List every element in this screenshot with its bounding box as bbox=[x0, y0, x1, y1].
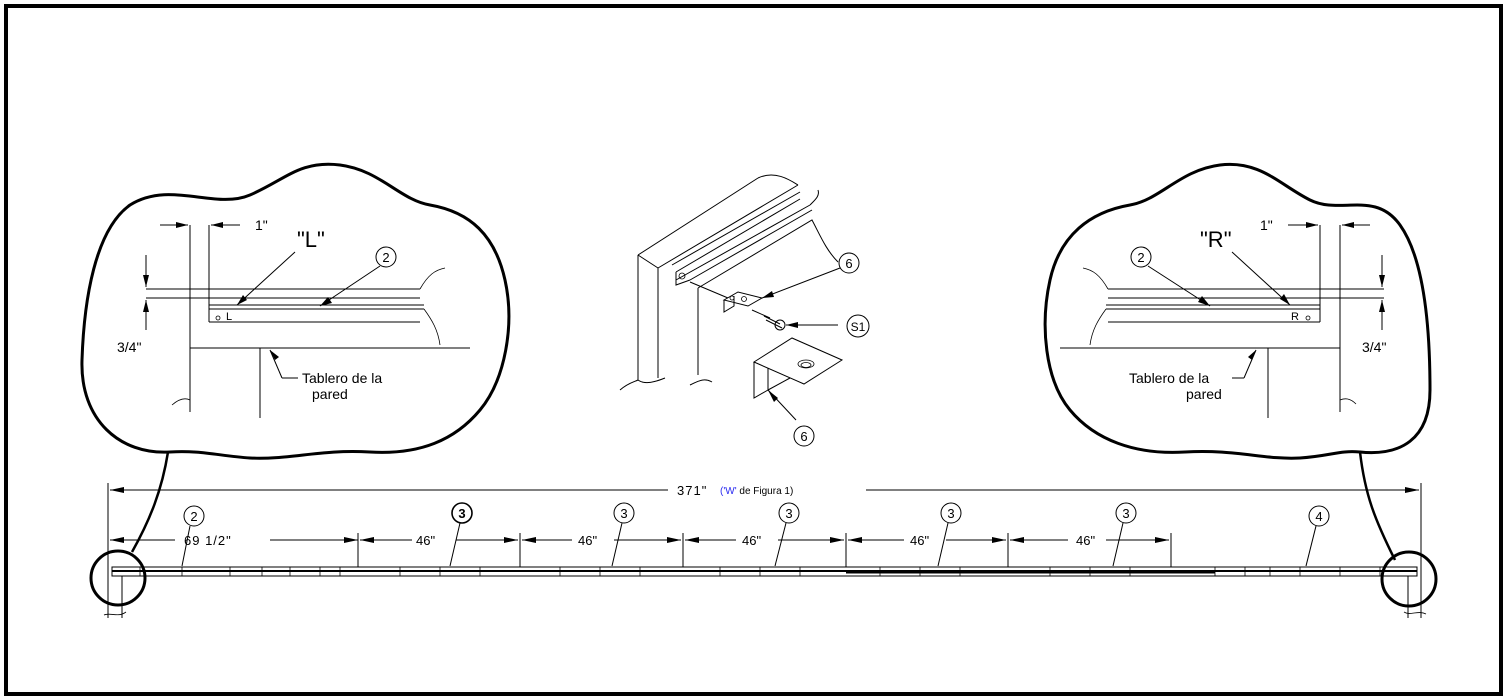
rail-callout-3c: 3 bbox=[785, 506, 792, 521]
right-detail-outline bbox=[1043, 162, 1432, 460]
overall-ref-w: 'W' bbox=[723, 486, 736, 497]
dim-section-1: 46" bbox=[416, 533, 435, 548]
left-detail: L 1" 3/4" "L" 2 Tablero de la pared bbox=[80, 162, 511, 553]
right-wall-board-line1: Tablero de la bbox=[1129, 370, 1209, 386]
rail-callout-2: 2 bbox=[190, 509, 197, 524]
right-view-label: "R" bbox=[1200, 227, 1232, 252]
rail-callout-3b: 3 bbox=[620, 506, 627, 521]
left-callout-2: 2 bbox=[382, 250, 389, 265]
right-leader bbox=[1358, 451, 1397, 561]
right-mark: R bbox=[1291, 311, 1299, 323]
right-callout-2: 2 bbox=[1137, 250, 1144, 265]
left-wall-board-line1: Tablero de la bbox=[302, 370, 382, 386]
right-wall-board-line2: pared bbox=[1186, 386, 1222, 402]
bracket-detail: S1 6 6 bbox=[619, 174, 870, 447]
callout-s1: S1 bbox=[851, 320, 866, 334]
left-detail-outline bbox=[80, 162, 511, 460]
right-dim-3-4in: 3/4" bbox=[1362, 339, 1386, 355]
dim-section-5: 46" bbox=[1076, 533, 1095, 548]
rail-callout-3a: 3 bbox=[458, 506, 465, 521]
rail-callout-3e: 3 bbox=[1122, 506, 1129, 521]
left-view-label: "L" bbox=[297, 227, 325, 252]
section-dims: 46" 46" 46" 46" bbox=[357, 533, 1172, 575]
dim-section-3: 46" bbox=[742, 533, 761, 548]
dim-first-section: 69 1/2" bbox=[184, 533, 232, 548]
left-mark: L bbox=[226, 311, 232, 323]
drawing-frame bbox=[4, 4, 1503, 696]
right-dim-1in: 1" bbox=[1260, 217, 1273, 233]
rail-ticks bbox=[139, 567, 1381, 576]
left-dim-1in: 1" bbox=[255, 217, 268, 233]
right-end-circle bbox=[1380, 550, 1438, 608]
left-leader bbox=[130, 451, 170, 553]
dim-section-2: 46" bbox=[578, 533, 597, 548]
left-end-circle bbox=[89, 549, 147, 607]
overall-ref-open: ( bbox=[720, 486, 724, 497]
dim-section-4: 46" bbox=[910, 533, 929, 548]
overall-ref-rest: de Figura 1) bbox=[737, 486, 794, 497]
left-dim-3-4in: 3/4" bbox=[117, 339, 141, 355]
rail-callout-4: 4 bbox=[1315, 509, 1322, 524]
callout-6-bottom: 6 bbox=[800, 429, 807, 444]
left-wall-board-line2: pared bbox=[312, 386, 348, 402]
rail-elevation: 371" ('W' de Figura 1) 69 1/2" 46" 46" bbox=[89, 483, 1438, 618]
rail-callouts: 2 3 3 3 3 3 4 bbox=[181, 502, 1330, 567]
overall-width-reference: ('W' de Figura 1) bbox=[720, 486, 793, 497]
rail-callout-3d: 3 bbox=[947, 506, 954, 521]
overall-width: 371" bbox=[677, 483, 707, 498]
callout-6-top: 6 bbox=[845, 256, 852, 271]
right-detail: R 1" 3/4" "R" 2 Tablero de la pared bbox=[1043, 162, 1432, 561]
